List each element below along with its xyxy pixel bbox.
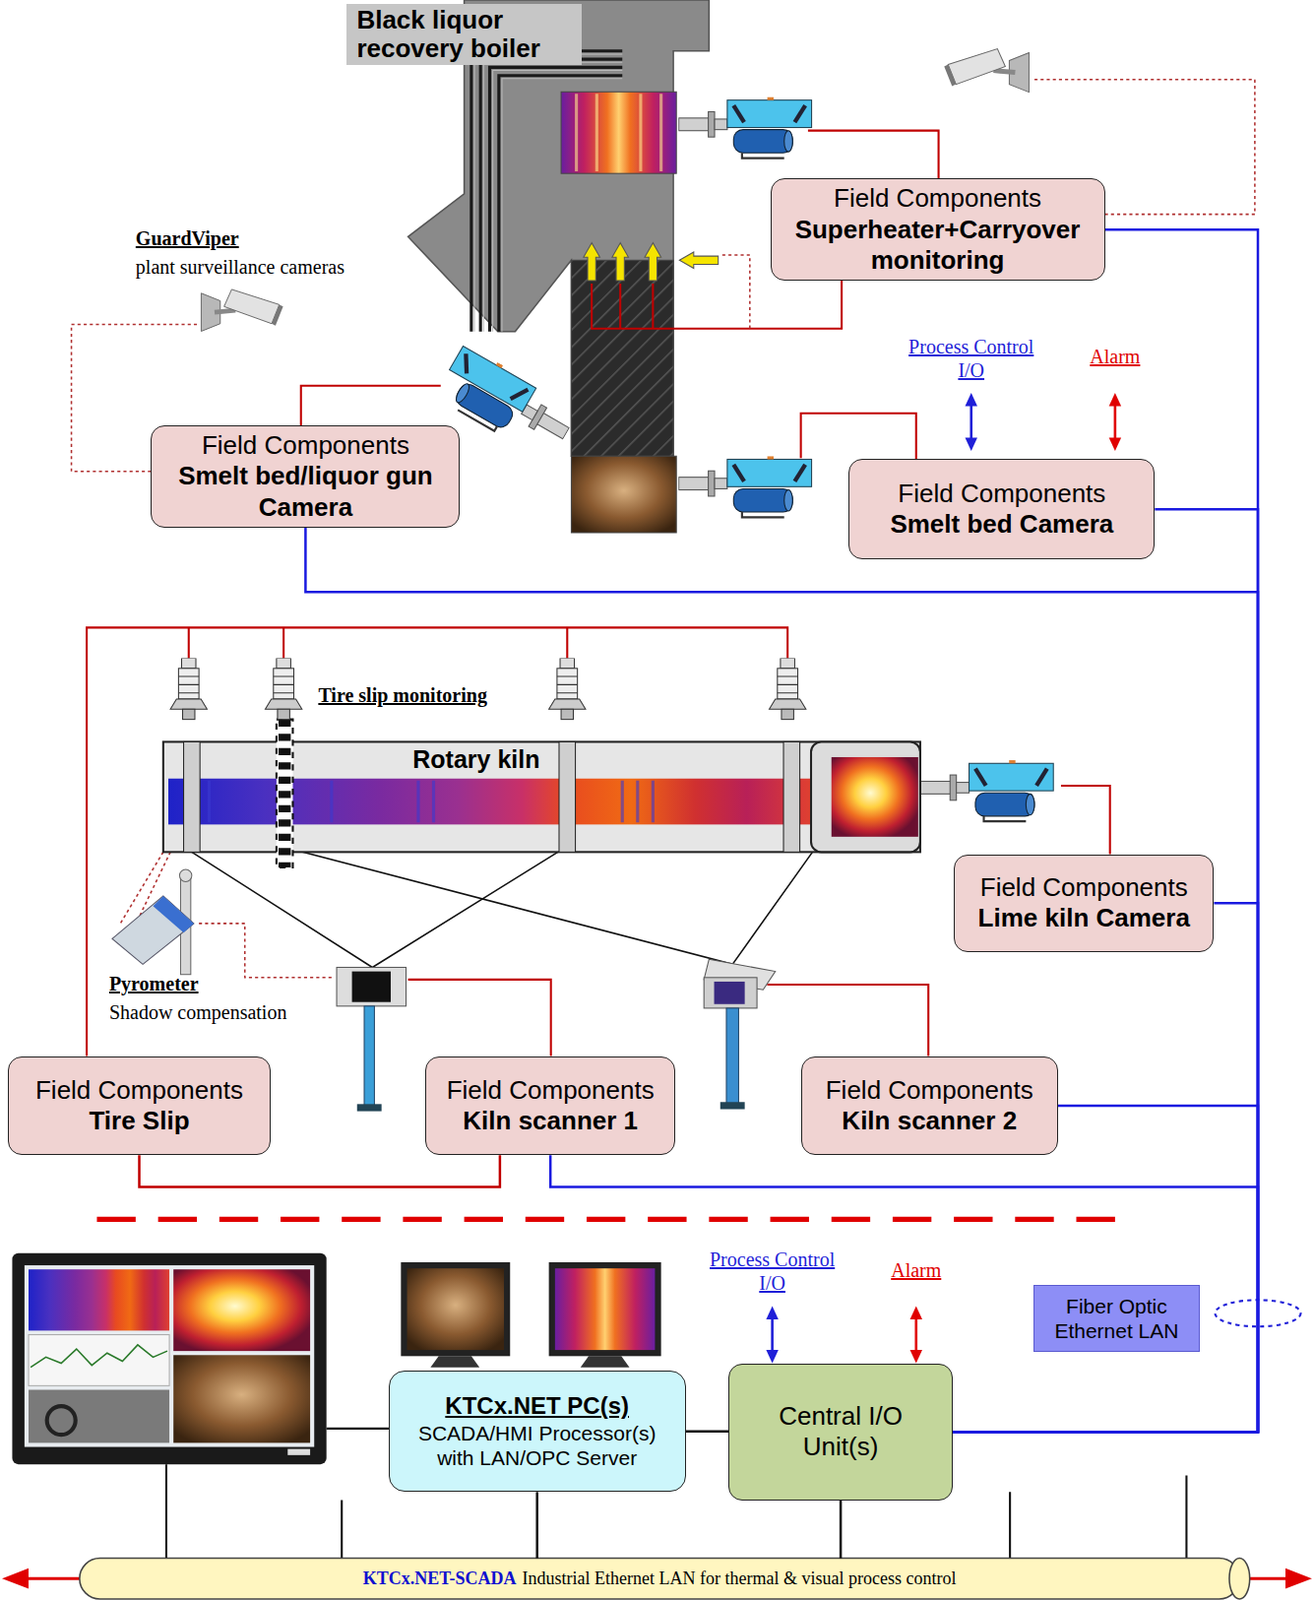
scada-box: KTCx.NET PC(s)SCADA/HMI Processor(s) wit… [388,1370,687,1492]
box-heading: Field Components [825,1074,1034,1106]
alarm-label: Alarm [879,1257,952,1282]
box-heading: Rotary kiln [412,744,540,774]
box-heading: Black liquor recovery boiler [356,5,571,63]
box-text: Industrial Ethernet LAN for thermal & vi… [522,1567,957,1590]
box-heading: Field Components [35,1074,244,1106]
connector-line [305,527,1258,1432]
lan-band: KTCx.NET-SCADAIndustrial Ethernet LAN fo… [79,1558,1240,1599]
pyrometer-note: Shadow compensation [109,1000,288,1024]
io-box: Central I/O Unit(s) [728,1363,953,1501]
boiler-label: Black liquor recovery boiler [346,3,581,65]
field-box: Field ComponentsTire Slip [7,1056,270,1156]
box-text: Superheater+Carryover monitoring [779,214,1097,276]
box-text: Tire Slip [88,1105,189,1136]
connector-line [839,1500,843,1559]
box-text: Smelt bed Camera [889,508,1114,540]
box-heading: Field Components [980,872,1189,903]
field-box: Field ComponentsLime kiln Camera [953,854,1214,953]
field-box: Field ComponentsSmelt bed Camera [848,458,1155,560]
connector-line [952,229,1258,1432]
box-text: Kiln scanner 2 [841,1105,1017,1136]
field-box: Field ComponentsKiln scanner 2 [801,1056,1059,1156]
box-heading: KTCx.NET-SCADA [363,1567,517,1590]
field-box: Field ComponentsSmelt bed/liquor gun Cam… [150,425,460,528]
alarm-label: Alarm [1079,344,1152,369]
box-heading: Fiber Optic Ethernet LAN [1040,1293,1193,1343]
box-heading: Field Components [833,183,1042,214]
box-heading: KTCx.NET PC(s) [444,1391,629,1421]
box-text: Lime kiln Camera [978,902,1190,934]
field-box: Field ComponentsKiln scanner 1 [425,1056,676,1156]
box-heading: Field Components [201,430,410,461]
box-text: SCADA/HMI Processor(s) with LAN/OPC Serv… [399,1420,676,1470]
connector-line [686,1429,730,1433]
io-label: Process Control I/O [705,1247,839,1295]
connector-line [952,508,1258,1432]
pyrometer-label: Pyrometer [109,971,199,996]
box-text: Kiln scanner 1 [462,1105,638,1136]
kiln-body: Rotary kiln [163,742,812,853]
connector-line [952,902,1258,1432]
io-label: Process Control I/O [904,334,1038,382]
connector-line [139,1154,501,1187]
box-heading: Field Components [446,1074,655,1106]
field-box: Field ComponentsSuperheater+Carryover mo… [770,178,1106,281]
monitor-label: Tire slip monitoring [317,683,488,707]
box-heading: Central I/O Unit(s) [758,1400,923,1462]
camera-label: GuardViper [135,226,240,251]
box-heading: Field Components [897,478,1106,509]
camera-note: plant surveillance cameras [135,254,345,279]
lan-box: Fiber Optic Ethernet LAN [1033,1284,1200,1352]
box-text: Smelt bed/liquor gun Camera [159,460,451,522]
connector-line [535,1491,539,1558]
